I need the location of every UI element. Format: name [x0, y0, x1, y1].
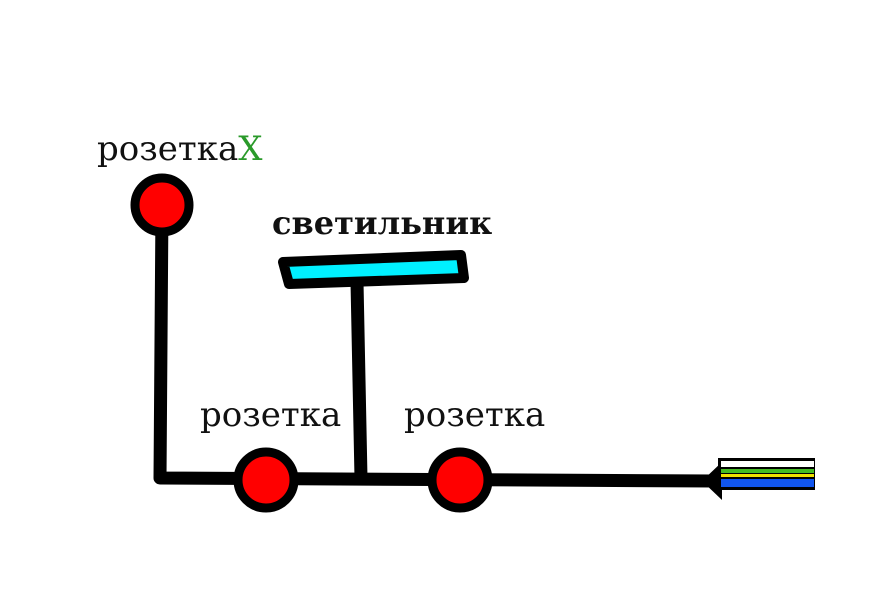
ceiling-lamp-icon	[278, 250, 469, 289]
supply-cable	[702, 458, 815, 500]
outlet-top-label: розеткаX	[97, 129, 263, 169]
cable-entry-arrow	[702, 462, 722, 500]
outlet-right-label: розетка	[404, 395, 545, 435]
outlet-left-label: розетка	[200, 395, 341, 435]
cable-core-yellow	[721, 474, 814, 477]
outlet-top-label-text: розетка	[97, 129, 238, 169]
cable-core-green	[721, 469, 814, 473]
power-outlet-icon	[130, 173, 194, 237]
power-outlet-icon	[233, 447, 299, 513]
outlet-top-mark: X	[238, 129, 263, 169]
wire-lamp-drop	[350, 275, 368, 485]
wire-main-run	[153, 198, 722, 488]
cable-core-white	[721, 461, 814, 467]
lamp-label: светильник	[272, 204, 492, 242]
cable-core-blue	[721, 479, 814, 487]
wires	[153, 198, 722, 488]
power-outlet-icon	[427, 447, 493, 513]
